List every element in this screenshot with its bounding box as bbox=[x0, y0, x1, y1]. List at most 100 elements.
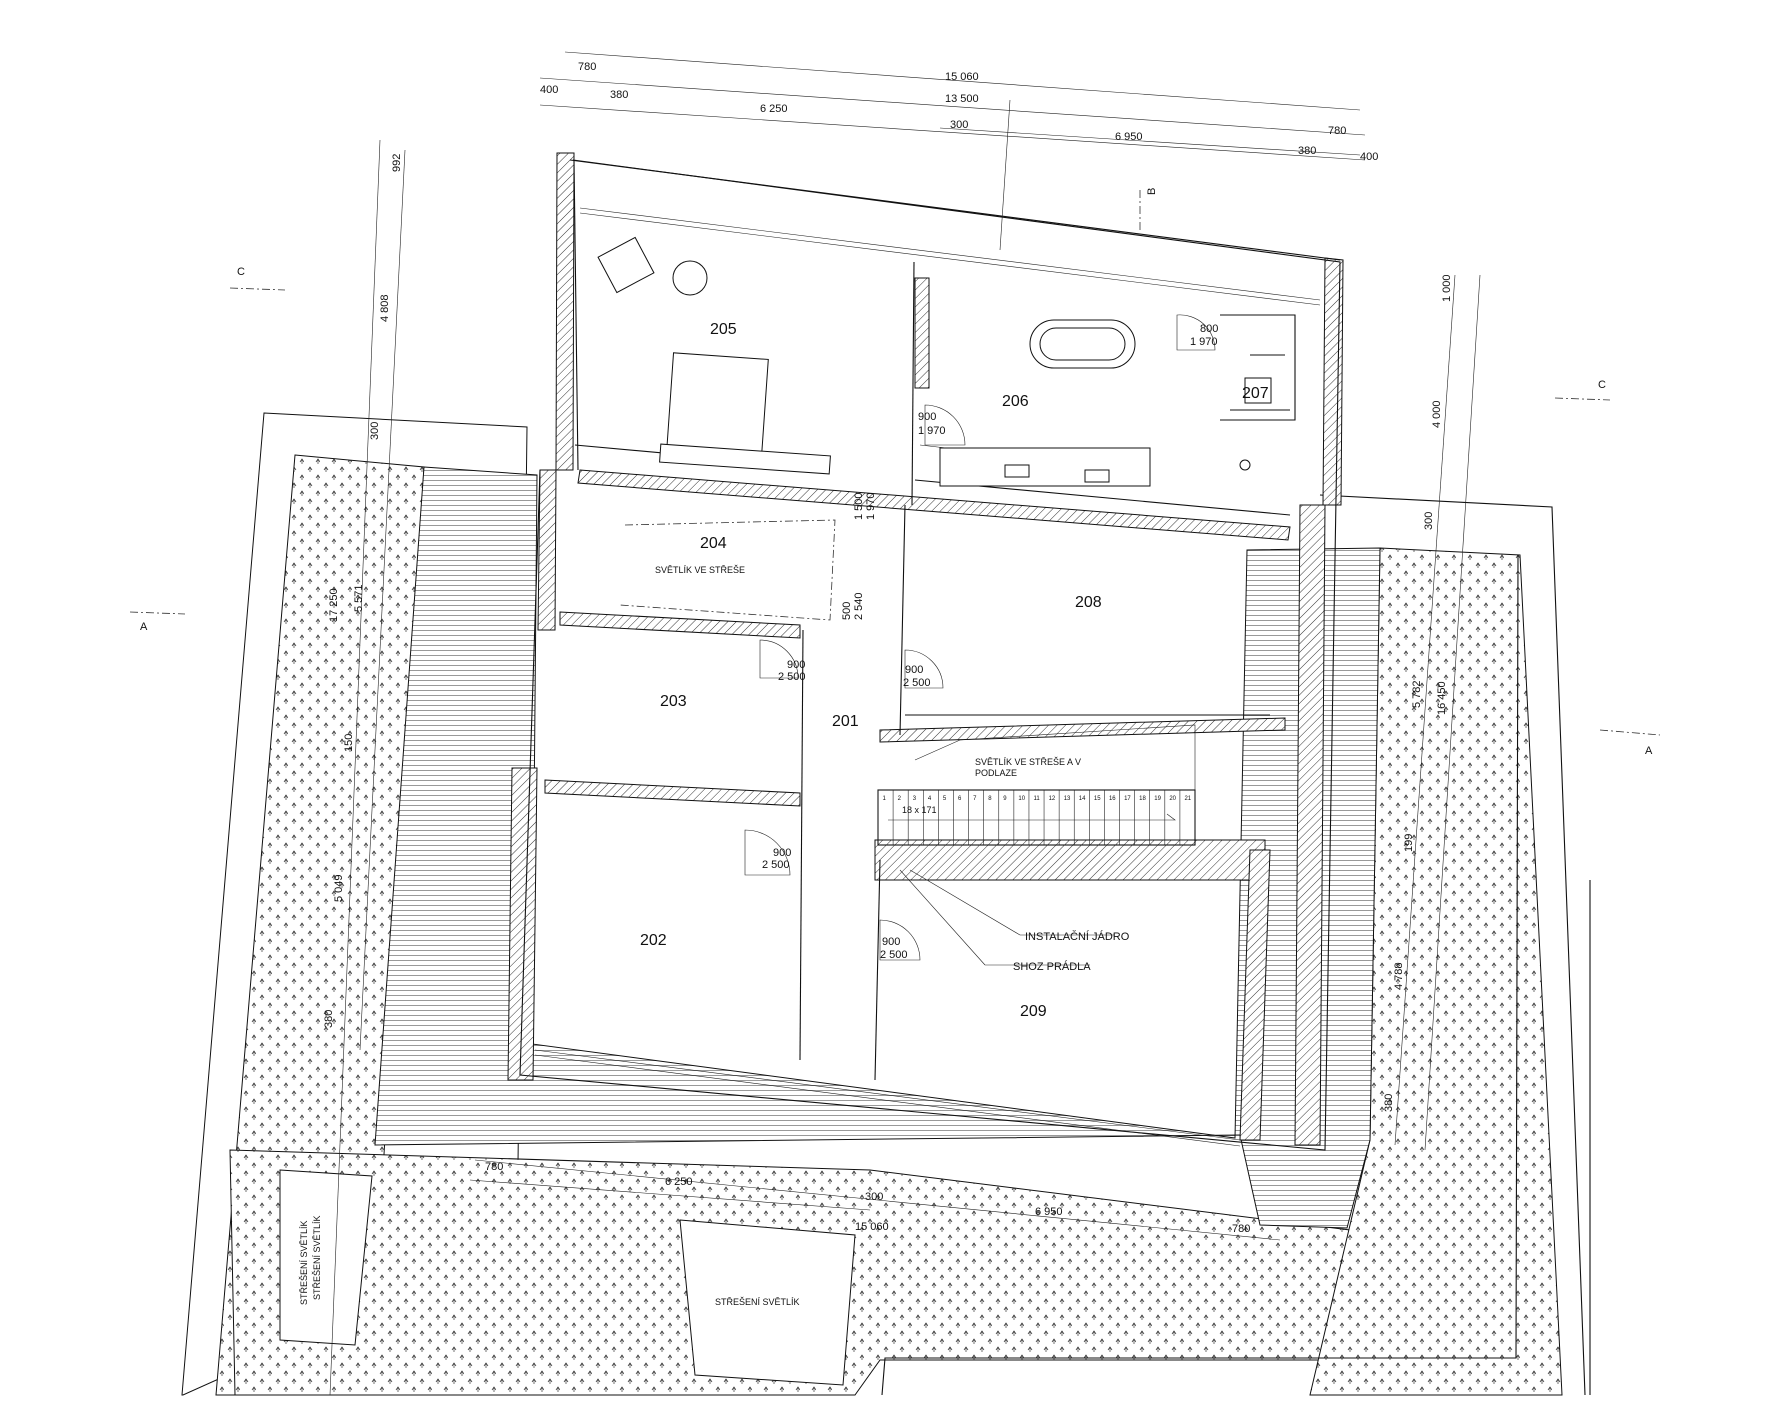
stair-step-number: 10 bbox=[1018, 796, 1025, 802]
door-209-height: 2 500 bbox=[880, 949, 908, 961]
stair-step-number: 16 bbox=[1109, 796, 1116, 802]
door-202-height: 2 500 bbox=[762, 859, 790, 871]
dim-left-992: 992 bbox=[391, 154, 403, 172]
dim-top-13500: 13 500 bbox=[945, 93, 979, 105]
section-marks bbox=[129, 190, 1661, 736]
dim-top-780-l: 780 bbox=[578, 61, 596, 73]
door-207-height: 1 970 bbox=[1190, 336, 1218, 348]
dim-right-16450: 16 450 bbox=[1436, 681, 1448, 715]
dim-top-400-l: 400 bbox=[540, 84, 558, 96]
stair-step-number: 18 bbox=[1139, 796, 1146, 802]
dim-top-6250: 6 250 bbox=[760, 103, 788, 115]
dim-top-380-r: 380 bbox=[1298, 145, 1316, 157]
skylight-stair-label-2: PODLAZE bbox=[975, 768, 1017, 778]
room-209: 209 bbox=[1020, 1003, 1047, 1020]
dim-right-380: 380 bbox=[1383, 1094, 1395, 1112]
roof-skylight-label-left-2: STŘEŠENÍ SVĚTLÍK bbox=[312, 1215, 322, 1300]
stair-step-number: 1 bbox=[883, 796, 887, 802]
dim-bottom-6250: 6 250 bbox=[665, 1176, 693, 1188]
room-204: 204 bbox=[700, 535, 727, 552]
door-dimensions: 900 1 970 800 1 970 1 500 1 970 500 2 54… bbox=[762, 323, 1218, 961]
door-208-width: 900 bbox=[905, 664, 923, 676]
dim-right-4000: 4 000 bbox=[1431, 400, 1443, 428]
door-206-height: 1 970 bbox=[918, 425, 946, 437]
dim-left-150: 150 bbox=[343, 734, 355, 752]
skylight-stair-label-1: SVĚTLÍK VE STŘEŠE A V bbox=[975, 757, 1081, 767]
roof-skylight-label-center: STŘEŠENÍ SVĚTLÍK bbox=[715, 1297, 800, 1307]
stair-step-number: 13 bbox=[1064, 796, 1071, 802]
stair-step-number: 19 bbox=[1154, 796, 1161, 802]
skylight-label-204: SVĚTLÍK VE STŘEŠE bbox=[655, 565, 745, 575]
room-206: 206 bbox=[1002, 393, 1029, 410]
dim-bottom-15060: 15 060 bbox=[855, 1221, 889, 1233]
dimension-labels: 15 060 13 500 780 400 380 6 250 300 6 95… bbox=[323, 61, 1453, 1235]
room-201: 201 bbox=[832, 713, 859, 730]
stair-step-number: 20 bbox=[1169, 796, 1176, 802]
stair-step-number: 4 bbox=[928, 796, 932, 802]
skylights bbox=[279, 1169, 856, 1386]
exterior-outline bbox=[519, 159, 1341, 1151]
dim-left-300: 300 bbox=[369, 422, 381, 440]
section-c-left: C bbox=[237, 266, 245, 278]
stair-step-number: 7 bbox=[973, 796, 977, 802]
door-208-height: 2 500 bbox=[903, 677, 931, 689]
roof-skylight-label-left-1: STŘEŠENÍ SVĚTLÍK bbox=[299, 1220, 309, 1305]
dim-right-1000: 1 000 bbox=[1441, 274, 1453, 302]
dim-bottom-300: 300 bbox=[865, 1191, 883, 1203]
dim-top-380-l: 380 bbox=[610, 89, 628, 101]
dim-left-380: 380 bbox=[323, 1010, 335, 1028]
door-swings bbox=[619, 314, 1216, 961]
stair-step-number: 9 bbox=[1003, 796, 1007, 802]
stair-step-number: 8 bbox=[988, 796, 992, 802]
room-202: 202 bbox=[640, 932, 667, 949]
door-204b-height: 2 540 bbox=[853, 592, 865, 620]
door-203-width: 900 bbox=[787, 659, 805, 671]
room-203: 203 bbox=[660, 693, 687, 710]
stair-note: 18 x 171 bbox=[902, 805, 937, 815]
room-207: 207 bbox=[1242, 385, 1269, 402]
door-206-width: 900 bbox=[918, 411, 936, 423]
dim-bottom-6950: 6 950 bbox=[1035, 1206, 1063, 1218]
door-207-width: 800 bbox=[1200, 323, 1218, 335]
stair-step-number: 6 bbox=[958, 796, 962, 802]
section-labels: A A B C C bbox=[140, 188, 1653, 757]
dim-top-780-r: 780 bbox=[1328, 125, 1346, 137]
room-numbers: 201 202 203 204 205 206 207 208 209 bbox=[640, 321, 1269, 1020]
stair-step-number: 3 bbox=[913, 796, 917, 802]
door-203-height: 2 500 bbox=[778, 671, 806, 683]
stair-step-number: 15 bbox=[1094, 796, 1101, 802]
dim-top-300: 300 bbox=[950, 119, 968, 131]
dim-left-17250: 17 250 bbox=[328, 588, 340, 622]
dim-right-4788: 4 788 bbox=[1393, 962, 1405, 990]
roof-right-frame bbox=[881, 494, 1591, 1396]
room-205: 205 bbox=[710, 321, 737, 338]
stair-step-number: 5 bbox=[943, 796, 947, 802]
dim-right-199: 199 bbox=[1403, 834, 1415, 852]
laundry-chute-label: SHOZ PRÁDLA bbox=[1013, 960, 1091, 973]
door-209-width: 900 bbox=[882, 936, 900, 948]
exterior-walls bbox=[507, 152, 1344, 1146]
stair-step-number: 14 bbox=[1079, 796, 1086, 802]
dim-top-6950: 6 950 bbox=[1115, 131, 1143, 143]
stair-direction-arrow bbox=[888, 813, 1176, 821]
dimension-lines bbox=[329, 51, 1481, 1396]
door-204b-width: 500 bbox=[841, 602, 853, 620]
room-208: 208 bbox=[1075, 594, 1102, 611]
stair-step-number: 17 bbox=[1124, 796, 1131, 802]
door-202-width: 900 bbox=[773, 847, 791, 859]
install-core-label: INSTALAČNÍ JÁDRO bbox=[1025, 930, 1130, 943]
dim-left-5049: 5 049 bbox=[333, 874, 345, 902]
door-204-height: 1 970 bbox=[865, 492, 877, 520]
furniture bbox=[597, 236, 1272, 487]
dim-top-15060: 15 060 bbox=[945, 71, 979, 83]
stair-step-number: 2 bbox=[898, 796, 902, 802]
dim-top-400-r: 400 bbox=[1360, 151, 1378, 163]
stair-step-number: 21 bbox=[1184, 796, 1191, 802]
dim-right-300: 300 bbox=[1423, 512, 1435, 530]
dim-right-5782: 5 782 bbox=[1411, 680, 1423, 708]
dim-left-5571: 5 571 bbox=[353, 584, 365, 612]
door-204-width: 1 500 bbox=[853, 492, 865, 520]
dim-bottom-780-r: 780 bbox=[1232, 1223, 1250, 1235]
